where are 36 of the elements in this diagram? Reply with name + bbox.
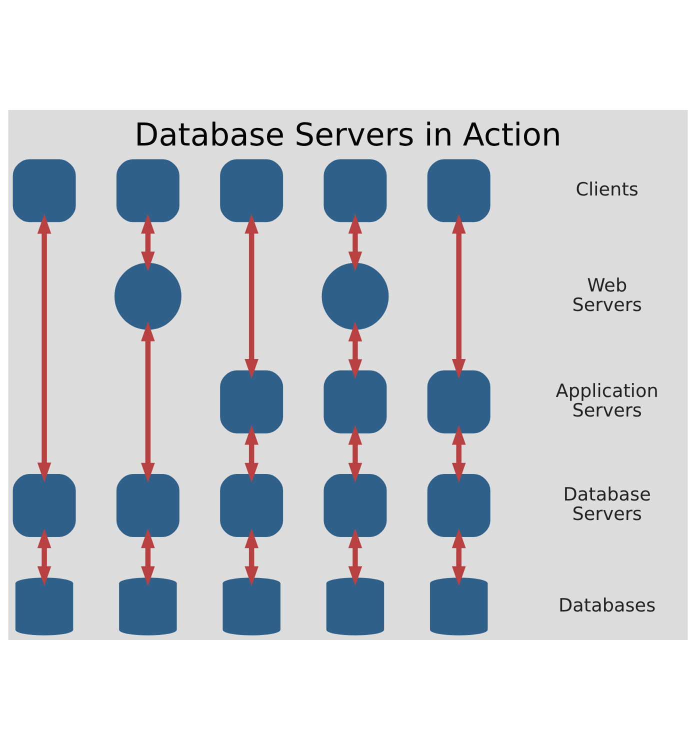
label: Application Servers	[556, 380, 658, 422]
node-circle	[114, 262, 182, 330]
arrow	[37, 214, 52, 482]
arrow	[141, 214, 155, 272]
node-box	[220, 370, 284, 434]
label: Databases	[558, 595, 656, 616]
node-box	[116, 159, 180, 222]
node-box	[220, 159, 284, 222]
arrow	[37, 528, 52, 586]
arrow	[452, 528, 466, 586]
arrow	[348, 322, 362, 379]
arrow	[348, 214, 362, 272]
node-box	[324, 370, 387, 434]
arrow	[244, 425, 258, 483]
arrow	[348, 425, 362, 483]
node-box	[427, 474, 490, 538]
label: Web Servers	[572, 275, 642, 316]
arrow	[141, 321, 155, 483]
node-box	[324, 474, 387, 538]
arrow	[244, 214, 258, 379]
node-box	[324, 159, 387, 222]
arrow	[452, 425, 466, 483]
label: Database Servers	[563, 484, 651, 526]
arrow	[452, 214, 466, 379]
arrow	[348, 528, 362, 586]
node-box	[12, 159, 76, 222]
node-box	[427, 159, 490, 222]
node-box	[427, 370, 490, 434]
arrow	[244, 528, 258, 586]
label: Clients	[576, 180, 638, 201]
diagram-title: Database Servers in Action	[134, 118, 562, 154]
node-box	[12, 474, 76, 538]
node-circle	[322, 262, 389, 330]
node-box	[116, 474, 180, 538]
arrow	[141, 528, 155, 586]
node-box	[220, 474, 284, 538]
